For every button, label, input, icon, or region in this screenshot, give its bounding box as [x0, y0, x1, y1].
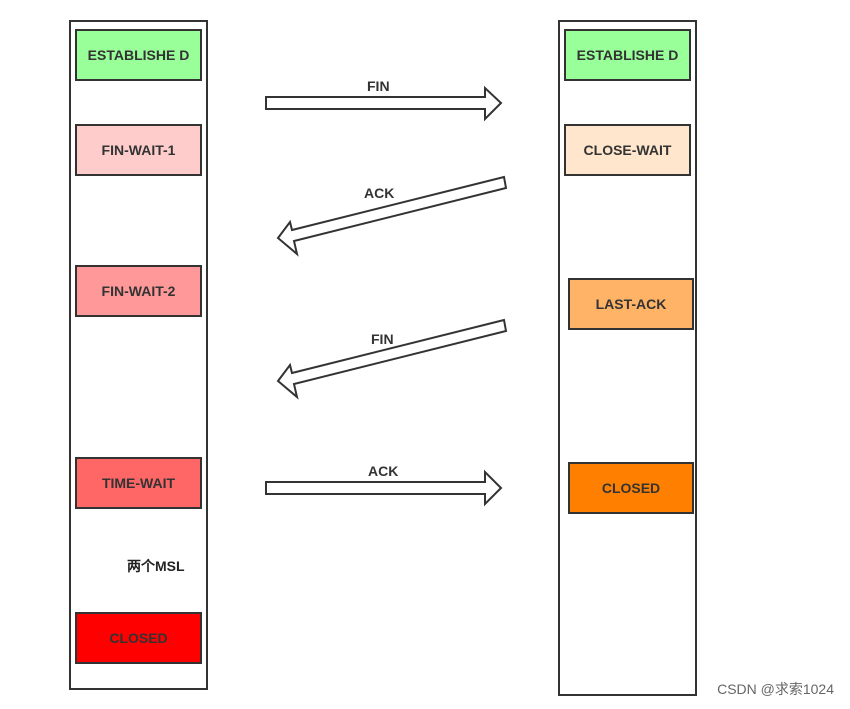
client-state-fin-wait-1: FIN-WAIT-1: [75, 124, 202, 176]
client-lifeline: [69, 20, 208, 690]
client-state-fin-wait-2: FIN-WAIT-2: [75, 265, 202, 317]
message-arrow-ack-1: [276, 175, 508, 257]
client-state-time-wait: TIME-WAIT: [75, 457, 202, 509]
message-label-fin-2: FIN: [371, 331, 394, 347]
message-arrow-ack-2: [265, 469, 503, 507]
message-label-ack-1: ACK: [364, 185, 395, 201]
server-lifeline: [558, 20, 697, 696]
state-label: TIME-WAIT: [101, 475, 176, 491]
state-label: ESTABLISHE D: [576, 47, 679, 63]
server-state-close-wait: CLOSE-WAIT: [564, 124, 691, 176]
state-label: CLOSED: [109, 630, 168, 646]
state-label: CLOSED: [601, 480, 661, 496]
server-state-established: ESTABLISHE D: [564, 29, 691, 81]
watermark: CSDN @求索1024: [717, 681, 834, 697]
client-state-closed: CLOSED: [75, 612, 202, 664]
wait-duration-label: 两个MSL: [127, 558, 185, 574]
state-label: ESTABLISHE D: [87, 47, 190, 63]
server-state-last-ack: LAST-ACK: [568, 278, 694, 330]
message-label-fin-1: FIN: [367, 78, 390, 94]
client-state-established: ESTABLISHE D: [75, 29, 202, 81]
server-state-closed: CLOSED: [568, 462, 694, 514]
message-arrow-fin-2: [276, 318, 508, 400]
state-label: FIN-WAIT-1: [101, 142, 176, 158]
state-label: CLOSE-WAIT: [583, 142, 672, 158]
state-label: LAST-ACK: [595, 296, 667, 312]
message-label-ack-2: ACK: [368, 463, 399, 479]
state-label: FIN-WAIT-2: [101, 283, 176, 299]
message-arrow-fin-1: [265, 85, 503, 122]
